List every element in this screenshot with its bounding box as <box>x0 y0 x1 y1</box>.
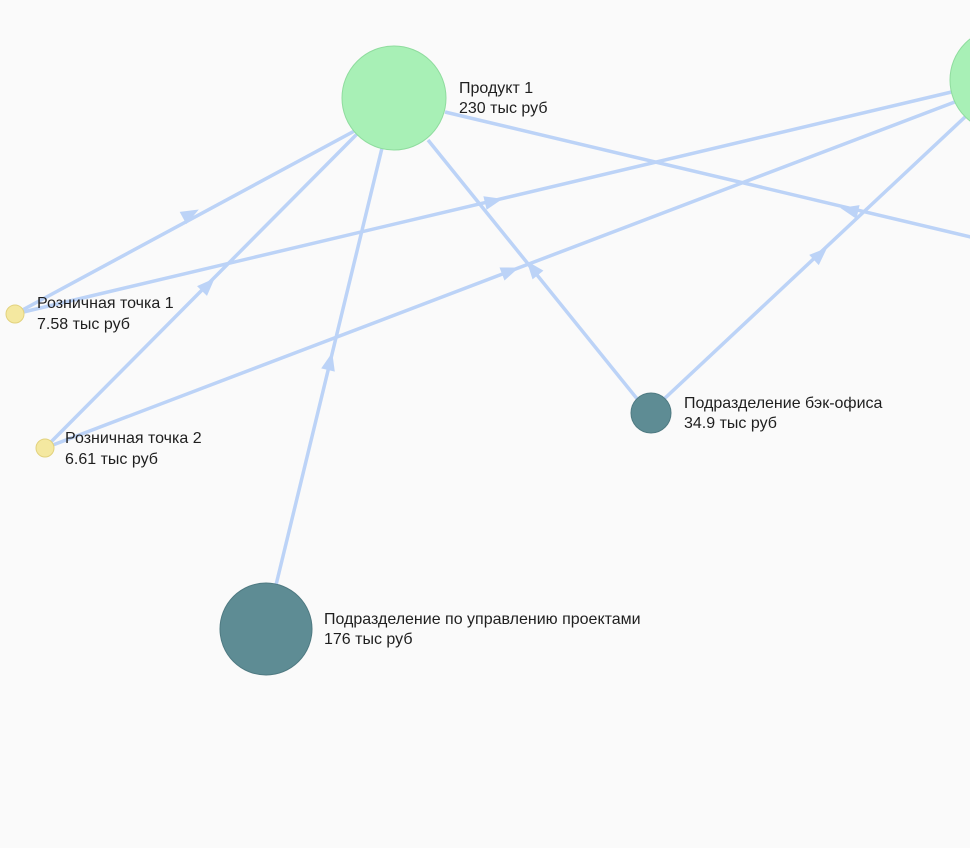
edge-product1-offscreen <box>444 110 970 239</box>
retail2-title: Розничная точка 2 <box>65 430 202 447</box>
node-retail1[interactable] <box>5 304 25 324</box>
node-retail2[interactable] <box>35 438 55 458</box>
arrowhead-pmo-product1 <box>321 352 335 372</box>
arrowhead-retail1-product1 <box>179 209 199 225</box>
arrowhead-retail2-product2 <box>499 267 519 281</box>
arrowhead-backoffice-product2 <box>809 247 828 266</box>
node-product1[interactable] <box>341 45 447 151</box>
backoffice-title: Подразделение бэк-офиса <box>684 395 883 412</box>
arrowhead-retail1-product2 <box>483 196 503 210</box>
product1-value: 230 тыс руб <box>459 100 547 117</box>
pmo-value: 176 тыс руб <box>324 631 412 648</box>
nodes-layer <box>5 28 970 676</box>
arrowhead-retail2-product1 <box>197 278 215 296</box>
arrowhead-backoffice-product1 <box>526 260 544 280</box>
arrowhead-product1-offscreen <box>840 205 860 219</box>
backoffice-value: 34.9 тыс руб <box>684 415 777 432</box>
node-backoffice[interactable] <box>630 392 672 434</box>
product1-title: Продукт 1 <box>459 80 533 97</box>
retail1-title: Розничная точка 1 <box>37 295 174 312</box>
labels-layer: Продукт 1 230 тыс руб Розничная точка 1 … <box>37 80 883 648</box>
retail1-value: 7.58 тыс руб <box>37 316 130 333</box>
pmo-title: Подразделение по управлению проектами <box>324 611 641 628</box>
node-pmo[interactable] <box>219 582 313 676</box>
node-product2-partial[interactable] <box>949 28 970 132</box>
arrowheads-layer <box>179 196 860 372</box>
retail2-value: 6.61 тыс руб <box>65 451 158 468</box>
